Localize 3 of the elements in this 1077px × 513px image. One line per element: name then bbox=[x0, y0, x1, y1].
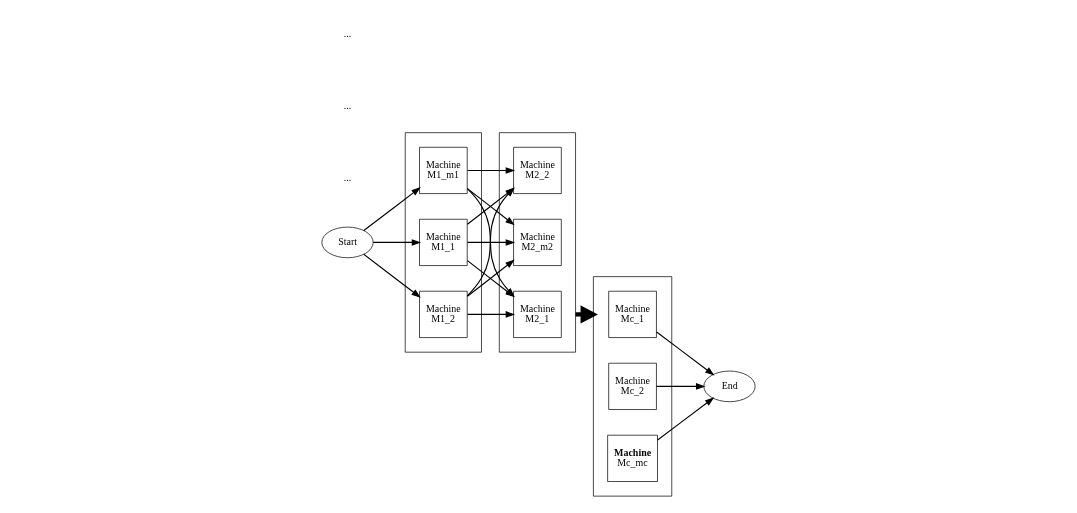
label: ... bbox=[343, 27, 352, 39]
label: ... bbox=[343, 99, 352, 111]
label: ... bbox=[343, 171, 352, 183]
